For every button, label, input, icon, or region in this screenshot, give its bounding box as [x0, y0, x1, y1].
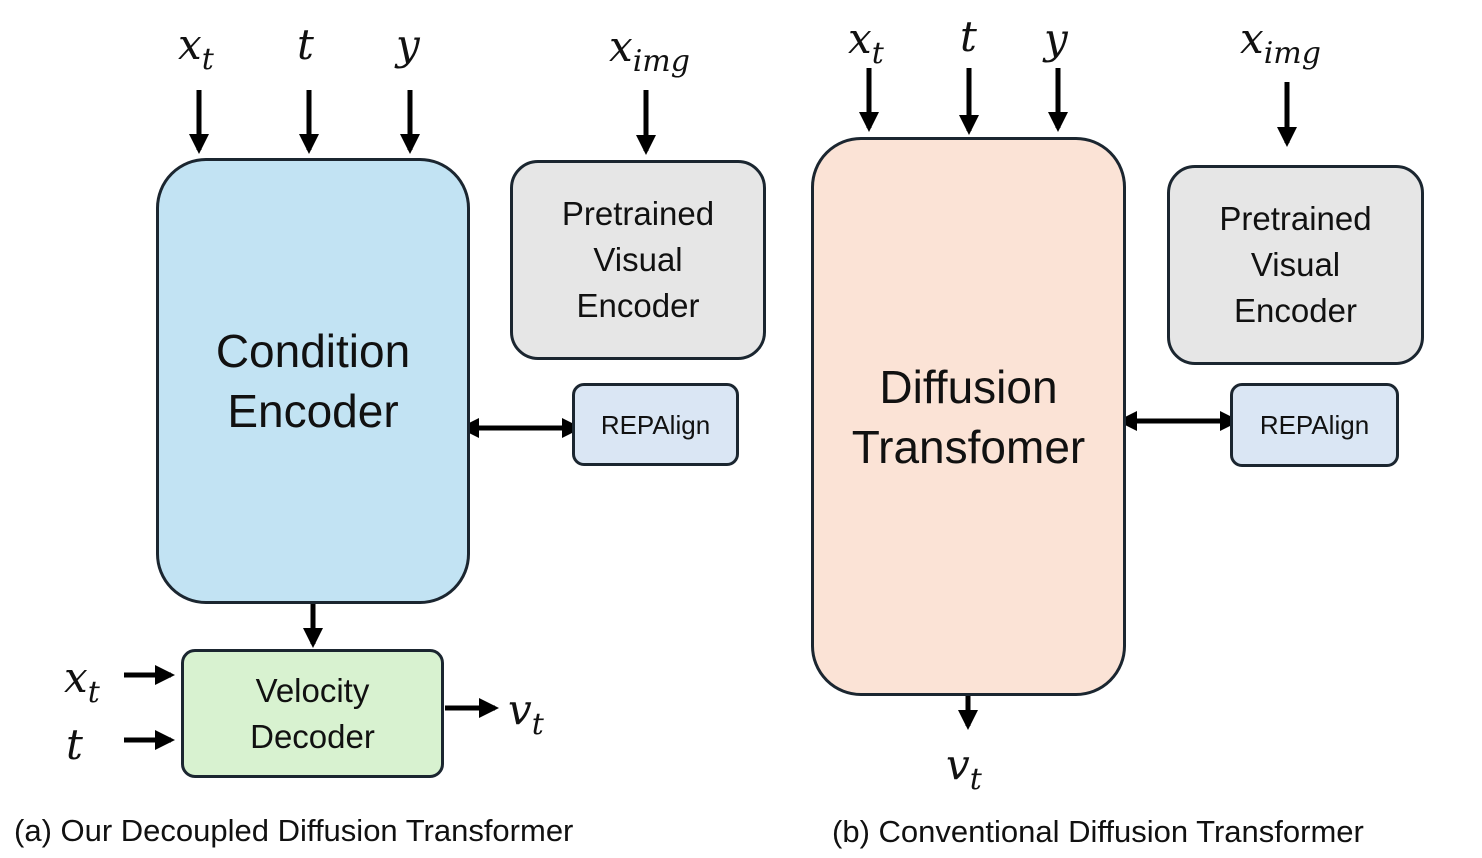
- velocity-decoder-label: Velocity Decoder: [250, 671, 375, 755]
- left-input-t: t: [297, 20, 314, 69]
- left-input-ximg: ximg: [609, 22, 690, 79]
- repalign-block-right: REPAlign: [1230, 383, 1399, 467]
- left-input-xt: xt: [178, 20, 214, 77]
- condition-encoder-label: Condition Encoder: [215, 325, 411, 437]
- repalign-label-right: REPAlign: [1259, 410, 1370, 440]
- right-output-vt: vt: [946, 740, 982, 797]
- visual-encoder-block-left: Pretrained Visual Encoder: [510, 160, 766, 360]
- condition-encoder-block: Condition Encoder: [156, 158, 470, 604]
- decoder-input-t: t: [66, 720, 83, 769]
- diffusion-transformer-block: Diffusion Transfomer: [811, 137, 1126, 696]
- velocity-decoder-block: Velocity Decoder: [181, 649, 444, 778]
- visual-encoder-label-right: Pretrained Visual Encoder: [1219, 200, 1372, 329]
- diffusion-transformer-label: Diffusion Transfomer: [851, 360, 1086, 473]
- right-input-y: y: [1044, 14, 1068, 63]
- caption-left: (a) Our Decoupled Diffusion Transformer: [14, 813, 574, 848]
- visual-encoder-label-left: Pretrained Visual Encoder: [561, 195, 715, 324]
- decoder-input-xt: xt: [64, 653, 100, 710]
- visual-encoder-block-right: Pretrained Visual Encoder: [1167, 165, 1424, 365]
- right-input-xt: xt: [848, 14, 884, 71]
- caption-right: (b) Conventional Diffusion Transformer: [832, 814, 1364, 849]
- repalign-label-left: REPAlign: [600, 409, 711, 440]
- left-input-y: y: [396, 20, 420, 69]
- repalign-block-left: REPAlign: [572, 383, 739, 466]
- right-input-ximg: ximg: [1240, 14, 1321, 71]
- right-input-t: t: [960, 12, 977, 61]
- left-output-vt: vt: [508, 685, 544, 742]
